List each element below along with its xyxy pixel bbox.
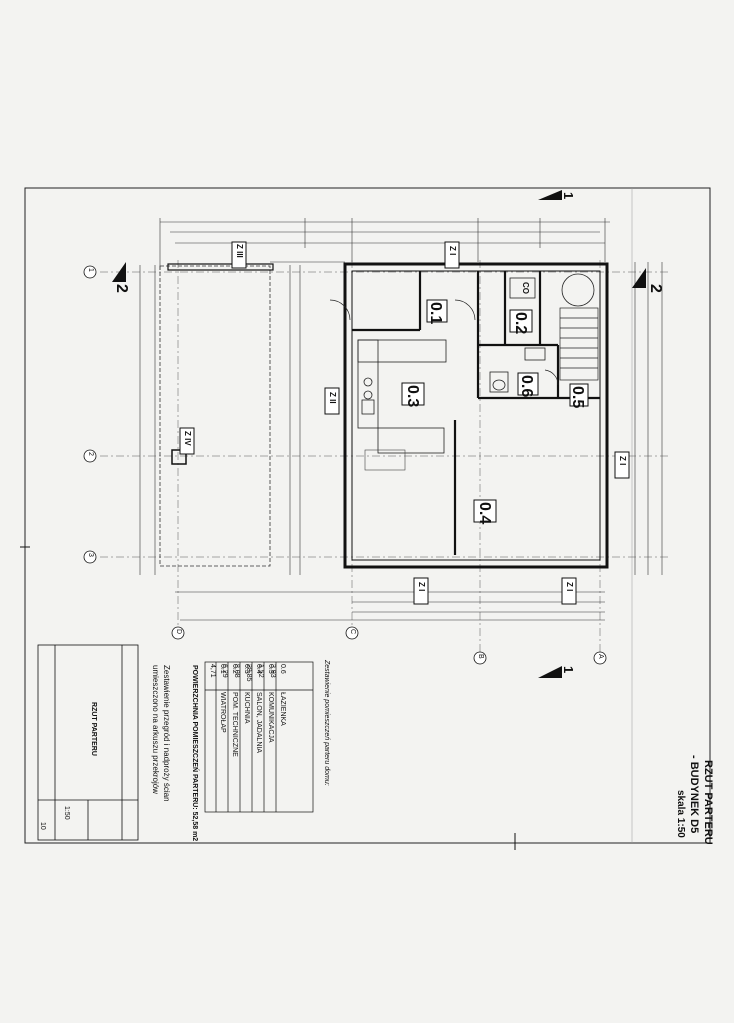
room-0.3-tag [401,382,425,406]
dining-zone [364,449,406,471]
partitions-note: Zestawienie przegród i nadproży ścian um… [151,665,171,802]
schedule-total: POWIERZCHNIA POMIESZCZEŃ PARTERU: 52,58 … [191,665,198,842]
building-inner-wall [351,270,601,561]
sheet-subtitle: - BUDYNEK D5 [688,755,700,834]
room-0.4-tag [473,499,497,523]
stamp-scale: 1:50 [63,806,70,820]
top-dimension-lines [159,218,610,270]
wall-tag: Z I [417,582,426,592]
axis-label: A [597,654,604,659]
wall-tag: Z I [618,456,627,466]
room-0.2-label: 0.2 [512,312,529,335]
bathroom-fixtures [489,347,546,393]
wall-tags [179,241,630,605]
sheet-title: RZUT PARTERU [702,760,714,845]
room-0.5-tag [569,383,589,407]
schedule-row-name: KOMUNIKACJA [267,692,274,743]
schedule-row-area: 8,08 [233,664,240,678]
wall-tag: Z IV [183,431,192,446]
axis-label: B [477,654,484,659]
wall-tag: Z III [235,244,244,258]
axis-label: 2 [87,452,94,456]
wall-tag: Z II [328,392,337,404]
room-0.4-label: 0.4 [476,502,493,525]
room-0.1-label: 0.1 [427,302,444,325]
stamp-drawing-title: RZUT PARTERU [90,702,97,756]
stamp-sheet: 10 [39,822,46,830]
axis-label: 1 [87,268,94,272]
room-0.1-tag [426,299,448,323]
room-0.5-label: 0.5 [569,386,586,409]
section-mark: 2 [647,284,664,293]
building-outer-wall [343,262,609,569]
terrace-outline [159,265,271,567]
interior-walls [352,271,600,555]
drawing-frame [24,187,711,844]
wall-tag: Z I [565,582,574,592]
room-0.6-label: 0.6 [518,375,535,398]
schedule-row-name: SALON, JADALNIA [255,692,262,754]
bottom-dimension-lines [175,591,605,621]
sheet-scale: skala 1:50 [675,790,686,838]
schedule-row-name: WIATROŁAP [219,692,226,733]
boiler-label: CO [521,282,530,294]
schedule-row-area: 6,29 [221,664,228,678]
room-0.3-label: 0.3 [404,385,421,408]
room-0.6-tag [517,372,539,396]
terrace-wall-z-iii [167,263,274,271]
schedule-row-area: 1,52 [257,664,264,678]
right-dimension-lines [634,262,663,575]
wall-tag: Z I [448,246,457,256]
schedule-heading: Zestawienie pomieszczeń parteru domu: [323,660,330,786]
schedule-row-name: KUCHNIA [243,692,250,724]
staircase [559,307,599,381]
schedule-row-area: 28,85 [245,664,252,682]
axis-bubbles [83,265,607,665]
axis-label: 3 [87,553,94,557]
schedule-row-name: POM. TECHNICZNE [231,692,238,757]
section-mark: 1 [561,666,576,674]
left-dimension-lines [139,265,301,575]
schedule-row-area: 4,71 [209,664,216,678]
room-0.2-tag [509,309,533,333]
terrace-post [171,449,187,465]
schedule-row-area: 3,93 [269,664,276,678]
axis-label: C [349,629,356,635]
section-mark: 2 [113,284,130,293]
axis-label: D [175,629,182,635]
kitchen-counters [357,339,447,454]
schedule-row-num: 0.6 [279,664,286,674]
title-stamp [37,644,139,841]
room-schedule-table [204,661,314,813]
section-mark: 1 [561,192,576,200]
boiler [509,273,595,307]
schedule-row-name: ŁAZIENKA [279,692,286,726]
doors [329,299,559,386]
section-arrows [112,190,646,678]
